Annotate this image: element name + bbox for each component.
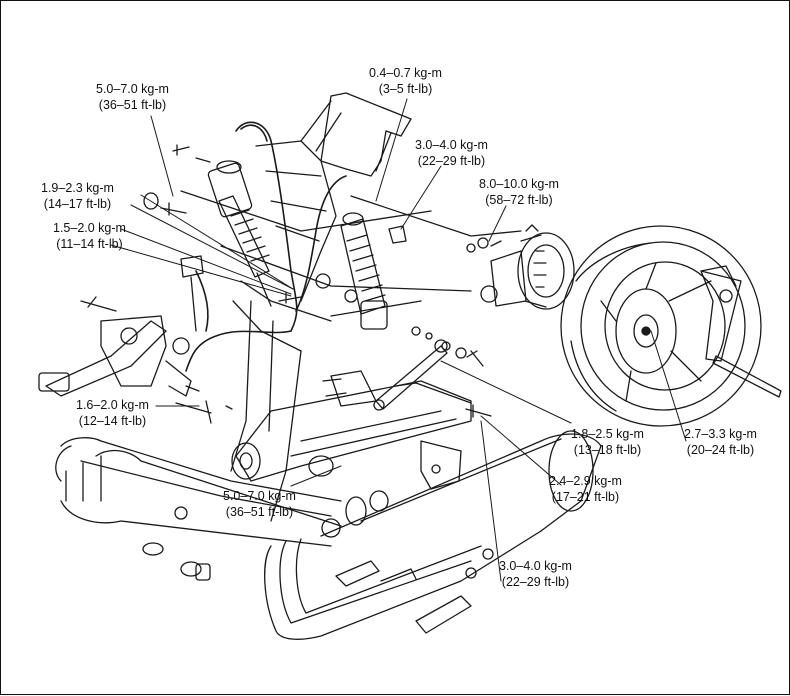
torque-imperial: (22–29 ft-lb) bbox=[501, 575, 570, 589]
hardware-bolts bbox=[143, 144, 502, 424]
torque-metric: 3.0–4.0 kg-m bbox=[499, 559, 572, 573]
rear-wheel-drawing bbox=[560, 225, 782, 427]
final-drive-hub-drawing bbox=[480, 224, 575, 310]
torque-label-axle-nut: 8.0–10.0 kg-m (58–72 ft-lb) bbox=[479, 176, 559, 208]
torque-metric: 0.4–0.7 kg-m bbox=[369, 66, 442, 80]
torque-imperial: (11–14 ft-lb) bbox=[56, 237, 123, 251]
torque-label-torque-link-bolt: 1.8–2.5 kg-m (13–18 ft-lb) bbox=[571, 426, 644, 458]
torque-label-swingarm-pivot: 5.0–7.0 kg-m (36–51 ft-lb) bbox=[223, 488, 296, 520]
torque-metric: 1.9–2.3 kg-m bbox=[41, 181, 114, 195]
torque-label-muffler-mount: 3.0–4.0 kg-m (22–29 ft-lb) bbox=[499, 558, 572, 590]
torque-metric: 1.6–2.0 kg-m bbox=[76, 398, 149, 412]
torque-metric: 5.0–7.0 kg-m bbox=[96, 82, 169, 96]
torque-label-brake-pedal-pivot: 1.6–2.0 kg-m (12–14 ft-lb) bbox=[76, 397, 149, 429]
torque-imperial: (12–14 ft-lb) bbox=[78, 414, 147, 428]
torque-label-shock-top-mount: 5.0–7.0 kg-m (36–51 ft-lb) bbox=[96, 81, 169, 113]
torque-imperial: (17–21 ft-lb) bbox=[551, 490, 620, 504]
torque-label-caliper-mount-bolt: 2.7–3.3 kg-m (20–24 ft-lb) bbox=[684, 426, 757, 458]
torque-metric: 2.7–3.3 kg-m bbox=[684, 427, 757, 441]
leader-lines bbox=[110, 98, 687, 582]
torque-imperial: (14–17 ft-lb) bbox=[43, 197, 112, 211]
swingarm-drawing bbox=[231, 370, 472, 490]
right-shock-absorber bbox=[340, 212, 388, 330]
torque-metric: 5.0–7.0 kg-m bbox=[223, 489, 296, 503]
torque-imperial: (13–18 ft-lb) bbox=[573, 443, 642, 457]
torque-imperial: (22–29 ft-lb) bbox=[417, 154, 486, 168]
torque-imperial: (20–24 ft-lb) bbox=[686, 443, 755, 457]
exhaust-system-drawing bbox=[55, 430, 602, 640]
torque-imperial: (3–5 ft-lb) bbox=[378, 82, 433, 96]
torque-label-brake-hose-bolt: 1.9–2.3 kg-m (14–17 ft-lb) bbox=[41, 180, 114, 212]
torque-metric: 1.5–2.0 kg-m bbox=[53, 221, 126, 235]
torque-label-shock-upper-nut: 3.0–4.0 kg-m (22–29 ft-lb) bbox=[415, 137, 488, 169]
torque-metric: 8.0–10.0 kg-m bbox=[479, 177, 559, 191]
torque-metric: 1.8–2.5 kg-m bbox=[571, 427, 644, 441]
brake-hose-drawing bbox=[185, 121, 347, 372]
brake-pedal-drawing bbox=[38, 255, 204, 397]
torque-label-caliper-bracket: 1.5–2.0 kg-m (11–14 ft-lb) bbox=[53, 220, 126, 252]
torque-imperial: (58–72 ft-lb) bbox=[485, 193, 553, 207]
torque-link-drawing bbox=[373, 339, 448, 411]
torque-metric: 2.4–2.9 kg-m bbox=[549, 474, 622, 488]
torque-imperial: (36–51 ft-lb) bbox=[98, 98, 167, 112]
left-shock-absorber bbox=[207, 160, 272, 307]
torque-metric: 3.0–4.0 kg-m bbox=[415, 138, 488, 152]
torque-label-exhaust-clamp: 2.4–2.9 kg-m (17–21 ft-lb) bbox=[549, 473, 622, 505]
torque-imperial: (36–51 ft-lb) bbox=[225, 505, 294, 519]
torque-label-shock-upper-bolt: 0.4–0.7 kg-m (3–5 ft-lb) bbox=[369, 65, 442, 97]
